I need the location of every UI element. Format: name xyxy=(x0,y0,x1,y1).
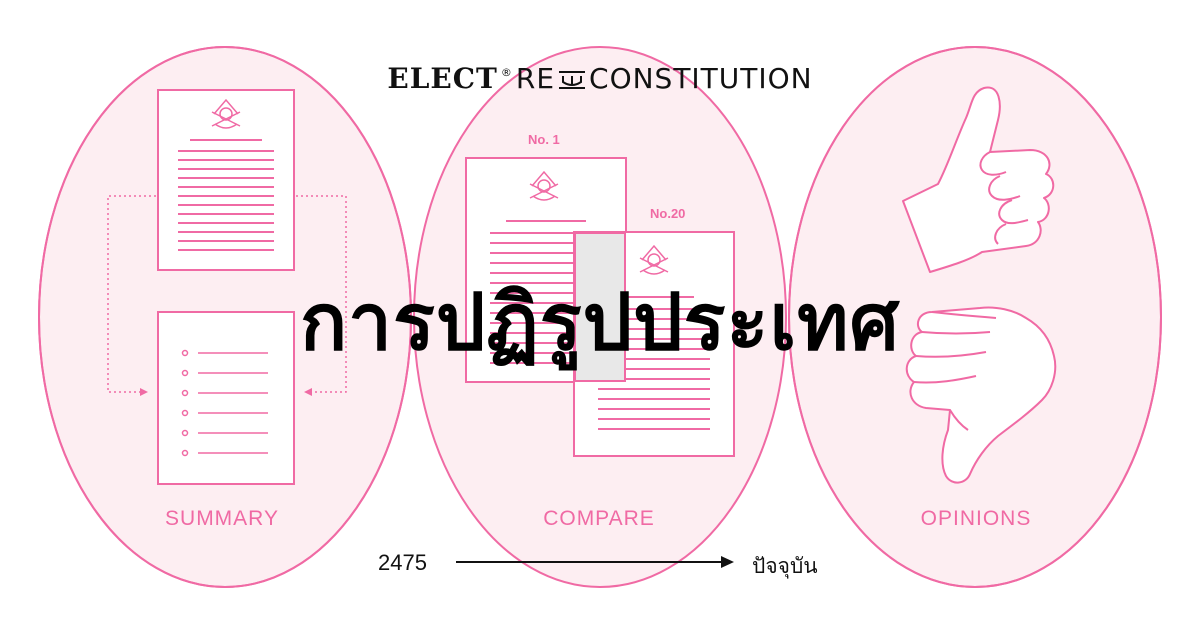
section-label-compare: COMPARE xyxy=(543,507,655,530)
section-label-opinions: OPINIONS xyxy=(920,507,1032,530)
page-title: การปฏิรูปประเทศ xyxy=(299,278,901,368)
brand-part-re: RE xyxy=(515,62,556,95)
summary-source-document xyxy=(157,89,295,271)
thumbs-up-icon xyxy=(902,86,1055,273)
document-number-second: No.20 xyxy=(650,206,686,221)
constitution-emblem-icon xyxy=(639,244,669,275)
summary-checklist-document xyxy=(157,311,295,485)
brand-registered-mark: ® xyxy=(500,66,513,79)
timeline-start: 2475 xyxy=(378,550,427,575)
arrow-right-icon xyxy=(456,556,734,568)
constitution-emblem-icon xyxy=(211,98,241,129)
brand-logo: ELECT®RE CONSTITUTION xyxy=(0,62,1200,95)
summary-flow-arrows xyxy=(107,195,347,393)
constitution-emblem-icon xyxy=(529,170,559,201)
compare-overlap xyxy=(574,232,626,382)
section-label-summary: SUMMARY xyxy=(165,507,279,530)
timeline-end: ปัจจุบัน xyxy=(752,554,818,578)
brand-part-elect: ELECT xyxy=(387,62,498,95)
thumbs-down-icon xyxy=(905,306,1057,484)
document-number-first: No. 1 xyxy=(528,132,560,147)
brand-glyph-icon xyxy=(559,71,586,89)
brand-part-constitution: CONSTITUTION xyxy=(589,62,813,95)
